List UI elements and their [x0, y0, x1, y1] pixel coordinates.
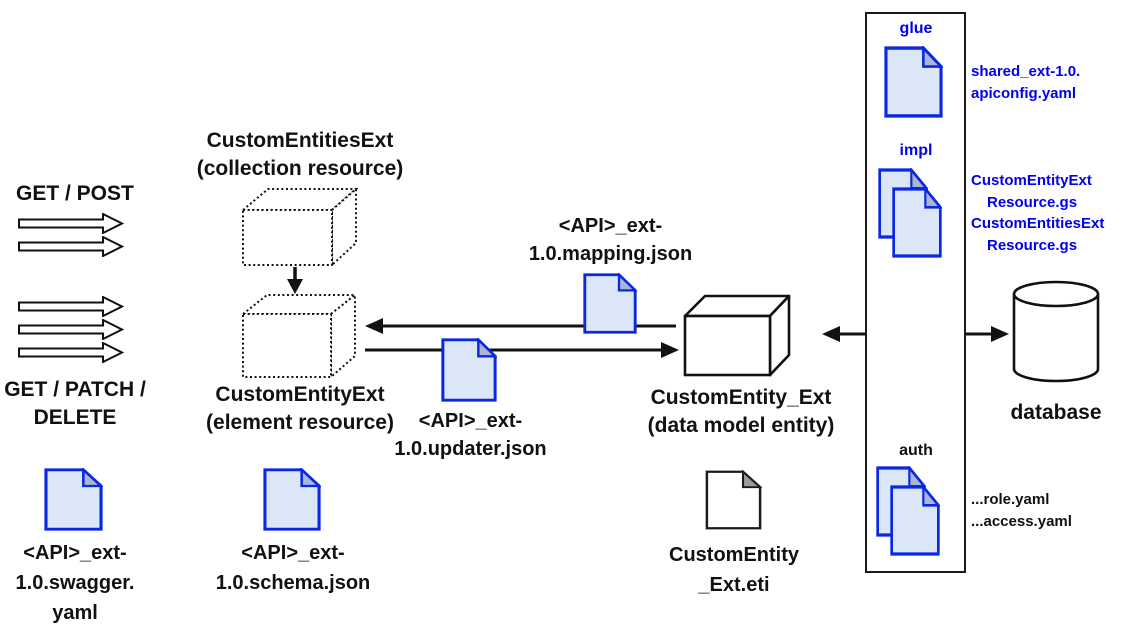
- glue-file-icon: [884, 46, 943, 118]
- database-cylinder-icon: [1012, 280, 1100, 383]
- element-resource-cube-icon: [242, 293, 357, 379]
- block-arrow-icon: [18, 342, 124, 363]
- get-post-arrows: [18, 213, 124, 257]
- element-resource-label: CustomEntityExt (element resource): [206, 383, 394, 434]
- block-arrow-icon: [18, 236, 124, 257]
- get-patch-delete-label: GET / PATCH / DELETE: [4, 378, 146, 429]
- get-post-label: GET / POST: [16, 182, 134, 205]
- impl-section-label: impl: [899, 142, 933, 159]
- database-label: database: [1010, 401, 1102, 424]
- datamodel-label: CustomEntity_Ext (data model entity): [647, 386, 835, 437]
- collection-resource-label: CustomEntitiesExt (collection resource): [196, 129, 404, 180]
- block-arrow-icon: [18, 319, 124, 340]
- arrow-panel-to-datamodel: [822, 326, 866, 342]
- swagger-file-icon: [44, 468, 103, 531]
- auth-file-front-icon: [890, 485, 940, 556]
- impl-file-front-icon: [892, 187, 942, 258]
- auth-section-label: auth: [899, 442, 933, 459]
- glue-section-label: glue: [899, 20, 933, 37]
- datamodel-cube-icon: [683, 294, 791, 377]
- impl-file-names: CustomEntityExt Resource.gs CustomEntiti…: [971, 172, 1105, 254]
- arrow-panel-to-database: [965, 326, 1009, 342]
- updater-file-label: <API>_ext- 1.0.updater.json: [394, 410, 547, 460]
- eti-file-label: CustomEntity _Ext.eti: [669, 544, 799, 596]
- arrow-collection-to-element: [287, 267, 303, 294]
- updater-file-icon: [441, 338, 497, 402]
- glue-file-names: shared_ext-1.0. apiconfig.yaml: [971, 63, 1081, 102]
- swagger-file-label: <API>_ext- 1.0.swagger. yaml: [15, 542, 135, 624]
- block-arrow-icon: [18, 213, 124, 234]
- mapping-file-icon: [583, 273, 637, 334]
- schema-file-icon: [263, 468, 321, 531]
- eti-file-icon: [705, 470, 762, 530]
- get-patch-delete-arrows: [18, 296, 124, 363]
- auth-file-names: ...role.yaml ...access.yaml: [971, 491, 1072, 530]
- mapping-file-label: <API>_ext- 1.0.mapping.json: [528, 215, 693, 265]
- arrow-element-to-datamodel: [365, 342, 679, 358]
- schema-file-label: <API>_ext- 1.0.schema.json: [215, 542, 371, 594]
- block-arrow-icon: [18, 296, 124, 317]
- collection-resource-cube-icon: [242, 187, 358, 267]
